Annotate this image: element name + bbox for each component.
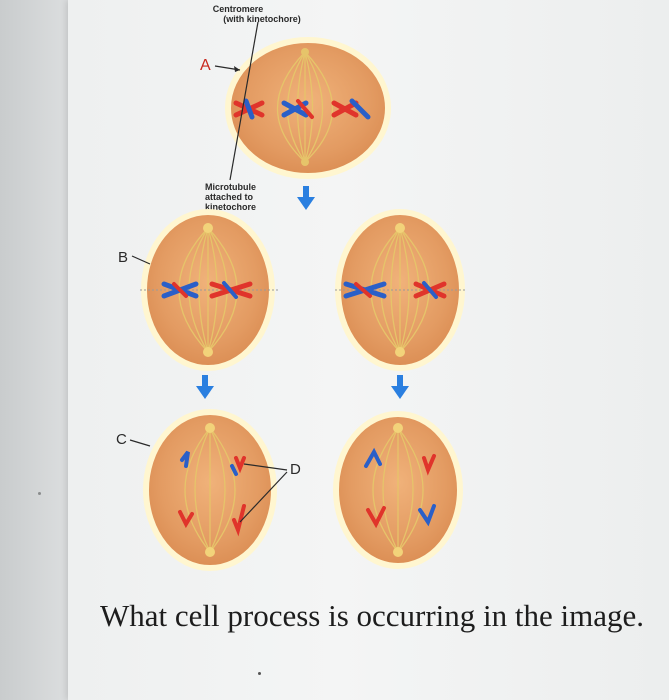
question-text: What cell process is occurring in the im… — [100, 598, 645, 633]
cell-right-bottom — [333, 411, 463, 569]
label-d-leaders — [239, 463, 288, 523]
label-c: C — [116, 431, 127, 448]
cell-right-mid — [335, 209, 465, 371]
stray-mark — [258, 672, 261, 675]
chromosomes-top — [233, 98, 371, 120]
kinetochore-label: (with kinetochore) — [223, 14, 301, 24]
label-d: D — [290, 461, 301, 478]
cell-b — [140, 209, 278, 371]
cell-top — [225, 37, 391, 179]
cell-c — [143, 409, 277, 571]
label-a: A — [200, 57, 211, 74]
microtubule-label: Microtubule — [205, 182, 256, 192]
down-arrow-icon — [297, 186, 315, 210]
down-arrow-icon — [196, 375, 214, 399]
pointer-arrow-icon — [129, 439, 151, 447]
label-b: B — [118, 249, 128, 266]
margin-dot — [38, 492, 41, 495]
down-arrow-icon — [391, 375, 409, 399]
centromere-label: Centromere — [213, 4, 264, 14]
centrosome-top — [301, 48, 309, 166]
attached-label: attached to — [205, 192, 254, 202]
pointer-arrow-icon — [131, 255, 151, 265]
kinetochore-label-2: kinetochore — [205, 202, 256, 212]
pointer-arrow-icon — [234, 66, 240, 72]
